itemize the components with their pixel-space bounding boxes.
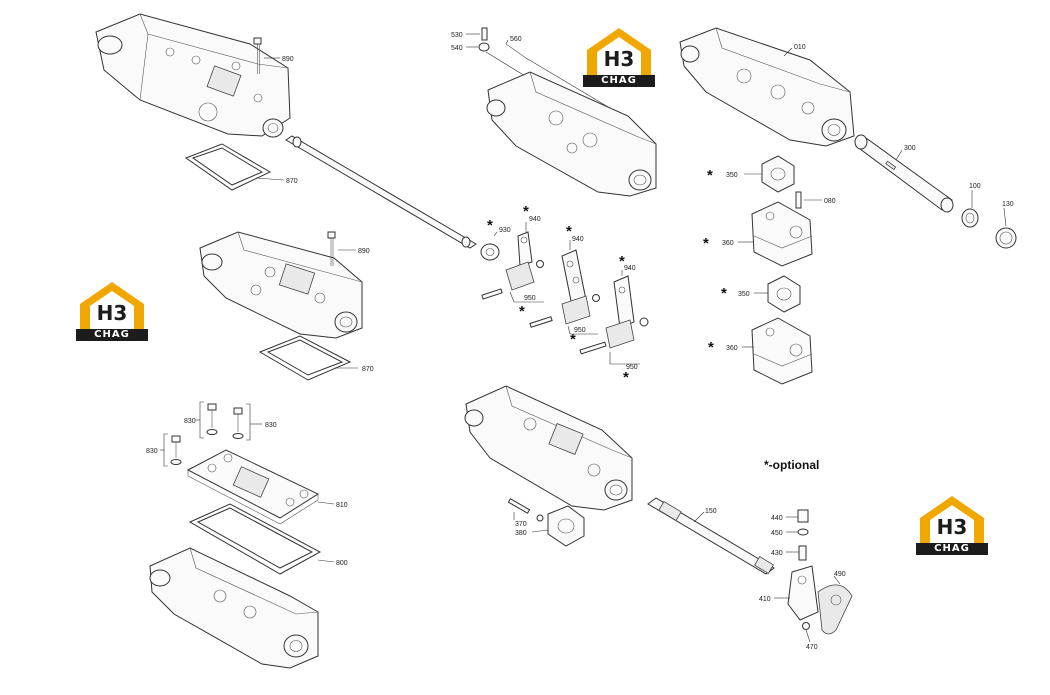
- label-490: 490: [834, 571, 846, 578]
- optional-marker: *: [619, 253, 625, 270]
- label-530: 530: [451, 32, 463, 39]
- label-430: 430: [771, 550, 783, 557]
- valve-housing-bottom-center: [464, 385, 633, 511]
- valve-housing-top-right: 010: [679, 27, 855, 147]
- label-930: 930: [499, 227, 511, 234]
- seal-130: 130: [995, 201, 1017, 249]
- pin-080: 080: [795, 191, 836, 209]
- label-350-a: 350: [726, 172, 738, 179]
- bolt-890-top: 890: [253, 37, 294, 74]
- spool-shaft: [285, 135, 477, 249]
- label-890-mid: 890: [358, 248, 370, 255]
- cover-810: 810: [186, 449, 348, 525]
- brand-logo-top: H3 CHAG: [583, 24, 655, 88]
- label-130: 130: [1002, 201, 1014, 208]
- label-300: 300: [904, 145, 916, 152]
- label-360-b: 360: [726, 345, 738, 352]
- label-950-c: 950: [626, 364, 638, 371]
- label-950-b: 950: [574, 327, 586, 334]
- valve-housing-mid-left: [199, 231, 363, 339]
- valve-housing-top-left: [95, 13, 291, 138]
- label-940-c: 940: [624, 265, 636, 272]
- brand-mark: H3: [96, 301, 128, 325]
- optional-marker: *: [708, 339, 714, 356]
- label-350-b: 350: [738, 291, 750, 298]
- optional-marker: *: [703, 235, 709, 252]
- optional-marker: *: [487, 217, 493, 234]
- brand-logo-left: H3 CHAG: [76, 278, 148, 342]
- label-100: 100: [969, 183, 981, 190]
- label-450: 450: [771, 530, 783, 537]
- label-870: 870: [286, 178, 298, 185]
- shaft-150: 150: [647, 497, 775, 575]
- label-830-b: 830: [265, 422, 277, 429]
- label-940-b: 940: [572, 236, 584, 243]
- optional-marker: *: [623, 369, 629, 386]
- label-830-c: 830: [146, 448, 158, 455]
- brand-name: CHAG: [583, 75, 655, 87]
- brand-name: CHAG: [916, 543, 988, 555]
- valve-housing-top-center: [486, 71, 657, 197]
- seal-100: 100: [961, 183, 981, 228]
- lever-410-plate-490: 410 490 470: [759, 565, 853, 651]
- label-080: 080: [824, 198, 836, 205]
- optional-marker: *: [721, 285, 727, 302]
- label-010: 010: [794, 44, 806, 51]
- bolts-830: 830 830 830: [146, 401, 277, 467]
- cam-350-bottom: 350 *: [721, 275, 801, 313]
- shaft-300: 300: [854, 134, 954, 213]
- bolt-370-cam-380: 370 380: [507, 498, 585, 547]
- label-380: 380: [515, 530, 527, 537]
- brand-name: CHAG: [76, 329, 148, 341]
- label-830-a: 830: [184, 418, 196, 425]
- label-470: 470: [806, 644, 818, 651]
- bracket-360-bottom: 360 *: [708, 317, 813, 385]
- pins-440-450-430: 440 450 430: [771, 509, 809, 561]
- label-360-a: 360: [722, 240, 734, 247]
- optional-marker: *: [519, 303, 525, 320]
- brand-mark: H3: [603, 47, 635, 71]
- bracket-360-top: 360 *: [703, 201, 813, 267]
- label-890: 890: [282, 56, 294, 63]
- label-540: 540: [451, 45, 463, 52]
- optional-marker: *: [707, 167, 713, 184]
- label-440: 440: [771, 515, 783, 522]
- label-810: 810: [336, 502, 348, 509]
- label-950-a: 950: [524, 295, 536, 302]
- label-560: 560: [510, 36, 522, 43]
- linkage-group: * 930 * 940 950 * * 940 950 * * 940: [480, 203, 649, 386]
- brand-logo-right: H3 CHAG: [916, 492, 988, 556]
- label-370: 370: [515, 521, 527, 528]
- bolt-890-mid: 890: [327, 231, 370, 266]
- gasket-800: 800: [188, 503, 348, 575]
- gasket-870-top: 870: [184, 143, 298, 191]
- label-800: 800: [336, 560, 348, 567]
- optional-legend: *-optional: [764, 458, 820, 472]
- label-870-mid: 870: [362, 366, 374, 373]
- optional-marker: *: [523, 203, 529, 220]
- label-940-a: 940: [529, 216, 541, 223]
- label-150: 150: [705, 508, 717, 515]
- brand-mark: H3: [936, 515, 968, 539]
- label-410: 410: [759, 596, 771, 603]
- optional-marker: *: [566, 223, 572, 240]
- cam-350-top: 350 *: [707, 155, 795, 193]
- valve-housing-bottom-left: [149, 547, 319, 669]
- optional-marker: *: [570, 331, 576, 348]
- gasket-870-mid: 870: [258, 335, 374, 381]
